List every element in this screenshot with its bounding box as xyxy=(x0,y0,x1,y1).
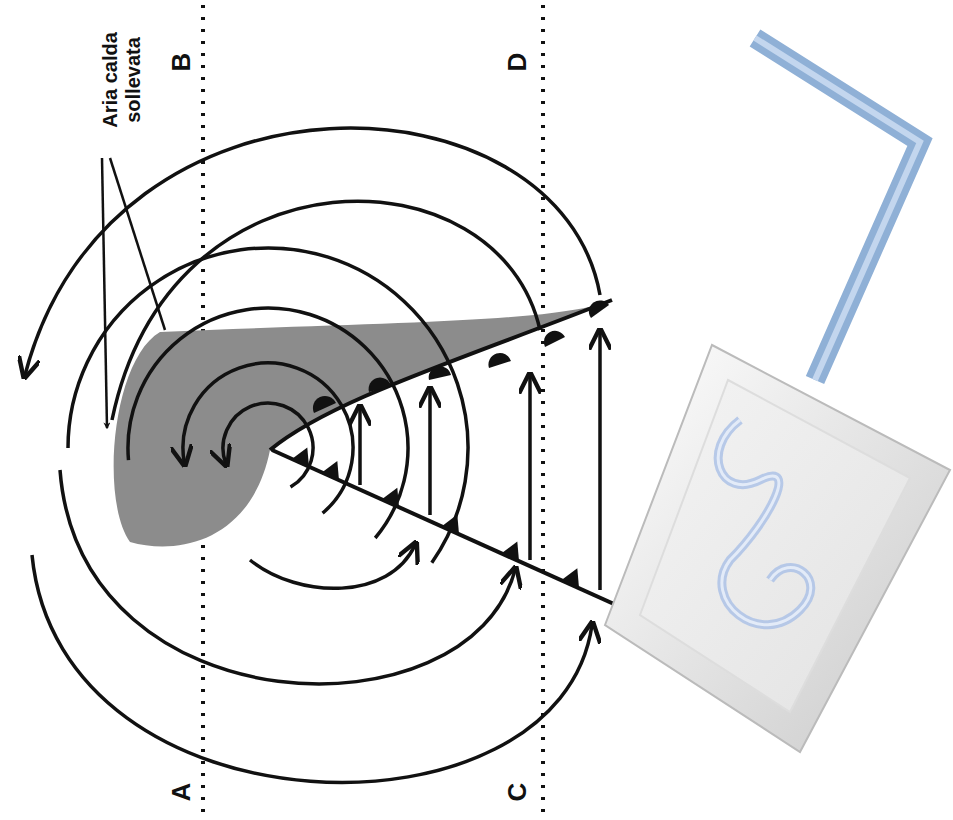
warm-front xyxy=(270,300,612,450)
decorative-chevron xyxy=(755,38,920,380)
section-letter: A xyxy=(167,772,197,812)
flow-arrows xyxy=(360,332,600,590)
section-line xyxy=(541,5,545,812)
section-letter: B xyxy=(167,42,197,82)
decorative-tile xyxy=(605,345,950,752)
region-label: Aria calda sollevata xyxy=(99,5,145,155)
section-letter-holder: D xyxy=(503,42,533,82)
region-label-holder: Aria calda sollevata xyxy=(99,5,145,155)
circulation-arcs xyxy=(25,128,600,782)
section-letter-holder: C xyxy=(503,772,533,812)
section-letter-holder: A xyxy=(167,772,197,812)
section-letter: C xyxy=(503,772,533,812)
lifted-air-region xyxy=(114,300,612,546)
leader-lines xyxy=(102,158,165,428)
section-letter: D xyxy=(503,42,533,82)
section-letter-holder: B xyxy=(167,42,197,82)
cold-front xyxy=(272,448,665,628)
